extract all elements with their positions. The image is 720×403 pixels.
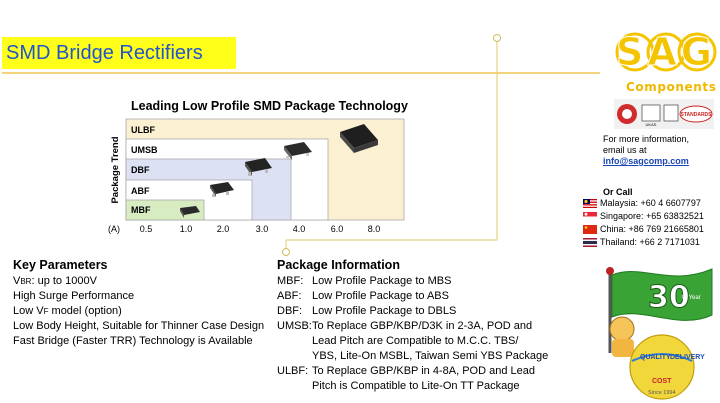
package-description: Low Profile Package to ABS <box>312 290 449 302</box>
mbf-chip-image <box>180 206 200 218</box>
svg-text:30: 30 <box>648 280 690 315</box>
phone-text: China: +86 769 21665801 <box>600 224 704 234</box>
package-code: ULBF: <box>277 365 309 377</box>
x-tick-label: 1.0 <box>180 224 193 234</box>
package-code: UMSB: <box>277 320 312 332</box>
package-row: UMSB:To Replace GBP/KBP/D3K in 2-3A, POD… <box>277 319 597 364</box>
email-link[interactable]: info@sagcomp.com <box>603 156 689 166</box>
package-trend-chart: ULBF UMSB DBF ABF MBF Package Trend (A) … <box>108 118 405 234</box>
svg-text:th Year: th Year <box>682 295 701 301</box>
param-vf: Low VF model (option) <box>13 305 122 317</box>
key-parameters-section: Key Parameters VBR: up to 1000V High Sur… <box>13 257 275 349</box>
x-tick-label: 8.0 <box>368 224 381 234</box>
param-item: Low Body Height, Suitable for Thinner Ca… <box>13 320 265 332</box>
title-divider <box>2 72 600 74</box>
malaysia-flag-icon <box>583 199 597 208</box>
package-code: DBF: <box>277 305 303 317</box>
package-code: ABF: <box>277 290 302 302</box>
x-tick-label: 6.0 <box>331 224 344 234</box>
umsb-chip-image <box>284 142 312 160</box>
30th-year-mascot-image: 30 th Year QUALITY DELIVERY COST Since 1… <box>606 267 713 400</box>
x-tick-label: 2.0 <box>217 224 230 234</box>
package-label-ulbf: ULBF <box>131 125 155 135</box>
page-title: SMD Bridge Rectifiers <box>2 37 236 69</box>
chart-title: Leading Low Profile SMD Package Technolo… <box>131 99 408 113</box>
package-label-mbf: MBF <box>131 205 151 215</box>
phone-text: Singapore: +65 63832521 <box>600 211 704 221</box>
package-row: ULBF:To Replace GBP/KBP in 4-8A, POD and… <box>277 364 597 394</box>
phone-malaysia: Malaysia: +60 4 6607797 <box>583 198 701 209</box>
package-row: MBF: Low Profile Package to MBS <box>277 274 597 289</box>
phone-china: China: +86 769 21665801 <box>583 224 704 235</box>
dbf-chip-image <box>245 158 272 176</box>
package-information-section: Package Information MBF: Low Profile Pack… <box>277 257 597 394</box>
logo-wordmark: Components <box>626 80 717 94</box>
contact-line-2: email us at <box>603 145 647 155</box>
x-unit-label: (A) <box>108 224 120 234</box>
svg-text:DELIVERY: DELIVERY <box>670 354 705 361</box>
chart-y-label: Package Trend <box>110 136 121 203</box>
package-label-abf: ABF <box>131 186 150 196</box>
abf-chip-image <box>210 182 234 197</box>
svg-text:QUALITY: QUALITY <box>640 354 671 361</box>
param-vbr: VBR: up to 1000V <box>13 275 97 287</box>
package-description: To Replace GBP/KBP in 4-8A, POD and Lead… <box>312 365 535 392</box>
svg-text:Since 1994: Since 1994 <box>648 390 676 396</box>
phone-singapore: Singapore: +65 63832521 <box>583 211 704 222</box>
thailand-flag-icon <box>583 238 597 247</box>
package-label-dbf: DBF <box>131 165 150 175</box>
x-tick-label: 0.5 <box>140 224 153 234</box>
package-description: Low Profile Package to DBLS <box>312 305 457 317</box>
package-row: DBF: Low Profile Package to DBLS <box>277 304 597 319</box>
x-tick-label: 4.0 <box>293 224 306 234</box>
certification-badges: UKAS STANDARDS <box>614 99 714 129</box>
call-heading: Or Call <box>603 187 633 197</box>
key-parameters-heading: Key Parameters <box>13 258 108 272</box>
package-label-umsb: UMSB <box>131 145 158 155</box>
package-information-heading: Package Information <box>277 258 400 272</box>
mbf-region <box>125 199 205 221</box>
phone-thailand: Thailand: +66 2 7171031 <box>583 237 700 248</box>
china-flag-icon <box>583 225 597 234</box>
param-item: Fast Bridge (Faster TRR) Technology is A… <box>13 335 253 347</box>
phone-text: Malaysia: +60 4 6607797 <box>600 198 701 208</box>
singapore-flag-icon <box>583 212 597 221</box>
package-code: MBF: <box>277 275 304 287</box>
x-tick-label: 3.0 <box>256 224 269 234</box>
package-description: Low Profile Package to MBS <box>312 275 452 287</box>
phone-text: Thailand: +66 2 7171031 <box>600 237 700 247</box>
svg-text:UKAS: UKAS <box>646 122 657 127</box>
package-row: ABF: Low Profile Package to ABS <box>277 289 597 304</box>
svg-text:COST: COST <box>652 378 672 385</box>
contact-block: For more information, email us at info@s… <box>603 134 718 167</box>
svg-text:STANDARDS: STANDARDS <box>680 112 712 118</box>
contact-line-1: For more information, <box>603 134 690 144</box>
sag-logo: SAG <box>615 30 717 75</box>
ulbf-chip-image <box>340 124 378 153</box>
param-item: High Surge Performance <box>13 290 135 302</box>
svg-text:SAG: SAG <box>616 30 716 74</box>
